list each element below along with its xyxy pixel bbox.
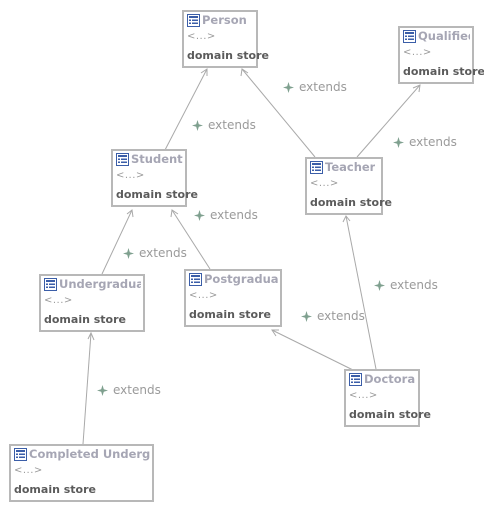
edge-teacher-person[interactable] — [241, 68, 316, 158]
extends-icon — [301, 310, 312, 322]
edge-label-undergraduate-student: extends — [123, 246, 187, 260]
relation-label: extends — [208, 118, 256, 132]
class-name: Postgraduate — [204, 272, 278, 286]
class-stereotype: <...> — [44, 295, 73, 306]
relation-label: extends — [139, 246, 187, 260]
class-header: Doctoral — [349, 371, 416, 387]
edge-label-completed-undergraduate: extends — [97, 383, 161, 397]
edge-teacher-qualified[interactable] — [356, 84, 421, 158]
class-header: Completed Undergrad — [14, 446, 150, 462]
arrowhead — [200, 68, 208, 76]
class-header: Teacher — [310, 159, 379, 175]
edge-label-teacher-qualified: extends — [393, 135, 457, 149]
extends-icon — [393, 136, 404, 148]
class-icon — [189, 272, 202, 286]
class-icon — [349, 372, 362, 386]
class-teacher[interactable]: Teacher <...> domain store — [305, 157, 392, 215]
arrowhead — [271, 329, 279, 337]
class-doctoral[interactable]: Doctoral <...> domain store — [344, 369, 431, 427]
class-completed-undergrad[interactable]: Completed Undergrad <...> domain store — [9, 444, 154, 502]
relation-label: extends — [299, 80, 347, 94]
extends-icon — [194, 209, 205, 221]
relation-label: extends — [317, 309, 365, 323]
class-stereotype: <...> — [14, 465, 43, 476]
relation-label: extends — [390, 278, 438, 292]
arrowhead — [342, 215, 351, 223]
arrowhead — [412, 84, 421, 93]
class-stereotype: <...> — [403, 47, 432, 58]
class-name: Undergraduate — [59, 277, 141, 291]
class-stereotype: <...> — [116, 170, 145, 181]
class-icon — [310, 160, 323, 174]
class-name: Completed Undergrad — [29, 447, 150, 461]
relation-label: extends — [113, 383, 161, 397]
edge-label-student-person: extends — [192, 118, 256, 132]
class-name: Teacher — [325, 160, 376, 174]
class-store: domain store — [403, 65, 484, 78]
arrowhead — [240, 68, 249, 77]
class-name: Qualified — [418, 29, 470, 43]
class-header: Qualified — [403, 28, 470, 44]
extends-icon — [283, 81, 294, 93]
edge-label-postgraduate-student: extends — [194, 208, 258, 222]
class-icon — [14, 447, 27, 461]
class-icon — [44, 277, 57, 291]
class-store: domain store — [189, 308, 271, 321]
class-name: Doctoral — [364, 372, 416, 386]
class-stereotype: <...> — [310, 178, 339, 189]
class-qualified[interactable]: Qualified <...> domain store — [398, 26, 484, 84]
arrowhead — [87, 331, 95, 341]
edge-student-person[interactable] — [164, 68, 208, 151]
edge-label-teacher-person: extends — [283, 80, 347, 94]
class-person[interactable]: Person <...> domain store — [182, 10, 269, 68]
extends-icon — [97, 384, 108, 396]
class-store: domain store — [310, 196, 392, 209]
extends-icon — [192, 119, 203, 131]
extends-icon — [123, 247, 134, 259]
class-name: Student — [131, 152, 183, 166]
edge-label-doctoral-teacher: extends — [374, 278, 438, 292]
class-header: Postgraduate — [189, 271, 278, 287]
class-stereotype: <...> — [187, 31, 216, 42]
class-stereotype: <...> — [189, 290, 218, 301]
relation-label: extends — [409, 135, 457, 149]
class-store: domain store — [116, 188, 198, 201]
class-icon — [116, 152, 129, 166]
class-student[interactable]: Student <...> domain store — [111, 149, 198, 207]
class-store: domain store — [187, 49, 269, 62]
edge-postgraduate-student[interactable] — [171, 209, 211, 270]
edge-doctoral-teacher[interactable] — [345, 215, 377, 370]
class-postgraduate[interactable]: Postgraduate <...> domain store — [184, 269, 282, 327]
class-store: domain store — [14, 483, 96, 496]
class-icon — [187, 13, 200, 27]
class-header: Undergraduate — [44, 276, 141, 292]
arrowhead — [170, 209, 179, 218]
class-stereotype: <...> — [349, 390, 378, 401]
extends-icon — [374, 279, 385, 291]
class-name: Person — [202, 13, 247, 27]
class-header: Person — [187, 12, 254, 28]
class-undergraduate[interactable]: Undergraduate <...> domain store — [39, 274, 145, 332]
edge-undergraduate-student[interactable] — [101, 209, 133, 275]
class-icon — [403, 29, 416, 43]
class-store: domain store — [349, 408, 431, 421]
relation-label: extends — [210, 208, 258, 222]
class-header: Student — [116, 151, 183, 167]
arrowhead — [126, 209, 134, 218]
edge-label-doctoral-postgraduate: extends — [301, 309, 365, 323]
edge-doctoral-postgraduate[interactable] — [271, 329, 354, 371]
edge-completed-undergraduate[interactable] — [82, 332, 92, 445]
class-store: domain store — [44, 313, 126, 326]
